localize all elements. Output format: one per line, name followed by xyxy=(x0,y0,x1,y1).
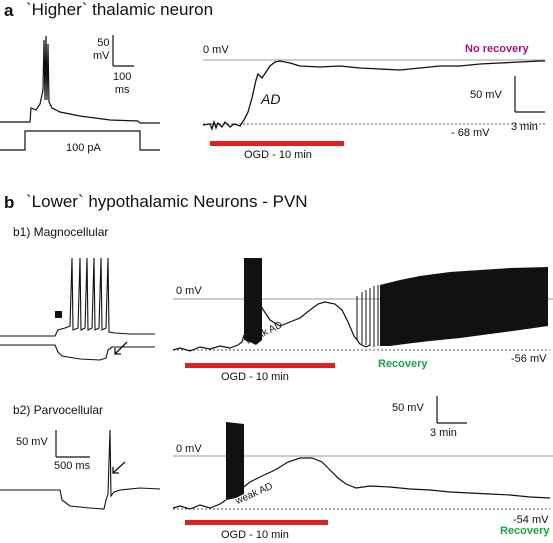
b2-burst xyxy=(226,422,244,500)
a-rest-label: - 68 mV xyxy=(451,127,490,139)
b2-zero-label: 0 mV xyxy=(176,443,202,455)
b1-ogd-trace xyxy=(172,301,371,352)
b1-hyperpol-trace xyxy=(0,344,155,361)
b2-rest-label: -54 mV xyxy=(513,514,549,526)
b2-ogd-trace xyxy=(172,457,551,510)
a-scale-ms: 100 ms xyxy=(113,71,132,96)
a-ogd-trace xyxy=(202,60,545,132)
a-outcome: No recovery xyxy=(465,43,529,55)
b2-scale-mv: 50 mV xyxy=(16,436,48,448)
panel-b-title: `Lower` hypothalamic Neurons - PVN xyxy=(26,192,308,211)
b1-rest-label: -56 mV xyxy=(511,353,547,365)
a-scale-right-mv: 50 mV xyxy=(470,89,502,101)
b1-spike-trace xyxy=(0,257,155,337)
b2-scale-ms: 500 ms xyxy=(54,460,91,472)
b1-burst-2 xyxy=(380,267,548,346)
b2-ogd-label: OGD - 10 min xyxy=(221,529,289,541)
b1-square-marker xyxy=(55,311,62,318)
a-scale-right-time: 3 min xyxy=(511,121,538,133)
panel-a-letter: a xyxy=(4,1,14,20)
a-ogd-bar xyxy=(210,141,344,146)
b1-arrow xyxy=(114,341,128,355)
b1-ogd-label: OGD - 10 min xyxy=(221,371,289,383)
a-ogd-label: OGD - 10 min xyxy=(244,149,312,161)
b1-transition-spikes xyxy=(356,285,379,347)
a-spike-trace xyxy=(0,35,160,124)
b2-right-scalebar xyxy=(436,396,467,424)
b2-label: b2) Parvocellular xyxy=(13,403,104,417)
a-ad-label: AD xyxy=(261,91,281,107)
b1-zero-label: 0 mV xyxy=(176,285,202,297)
b2-arrow xyxy=(112,461,126,474)
a-right-scalebar xyxy=(514,76,545,113)
a-left-scalebar xyxy=(112,35,134,67)
b1-outcome: Recovery xyxy=(378,358,428,370)
b1-label: b1) Magnocellular xyxy=(13,225,109,239)
panel-b-letter: b xyxy=(4,193,15,212)
b2-ogd-bar xyxy=(185,520,328,525)
a-scale-mv: 50 mV xyxy=(93,37,110,62)
b2-outcome: Recovery xyxy=(500,525,550,537)
b2-left-scalebar xyxy=(55,430,90,458)
b1-burst-1 xyxy=(244,258,262,345)
a-stim-label: 100 pA xyxy=(66,142,101,154)
a-zero-label: 0 mV xyxy=(203,44,229,56)
b2-scale-right-mv: 50 mV xyxy=(392,402,424,414)
b1-ogd-bar xyxy=(185,363,335,368)
b2-spike-trace xyxy=(0,429,161,510)
b2-scale-right-time: 3 min xyxy=(430,427,457,439)
a-stim-trace xyxy=(0,130,160,151)
panel-a-title: `Higher` thalamic neuron xyxy=(26,0,214,19)
